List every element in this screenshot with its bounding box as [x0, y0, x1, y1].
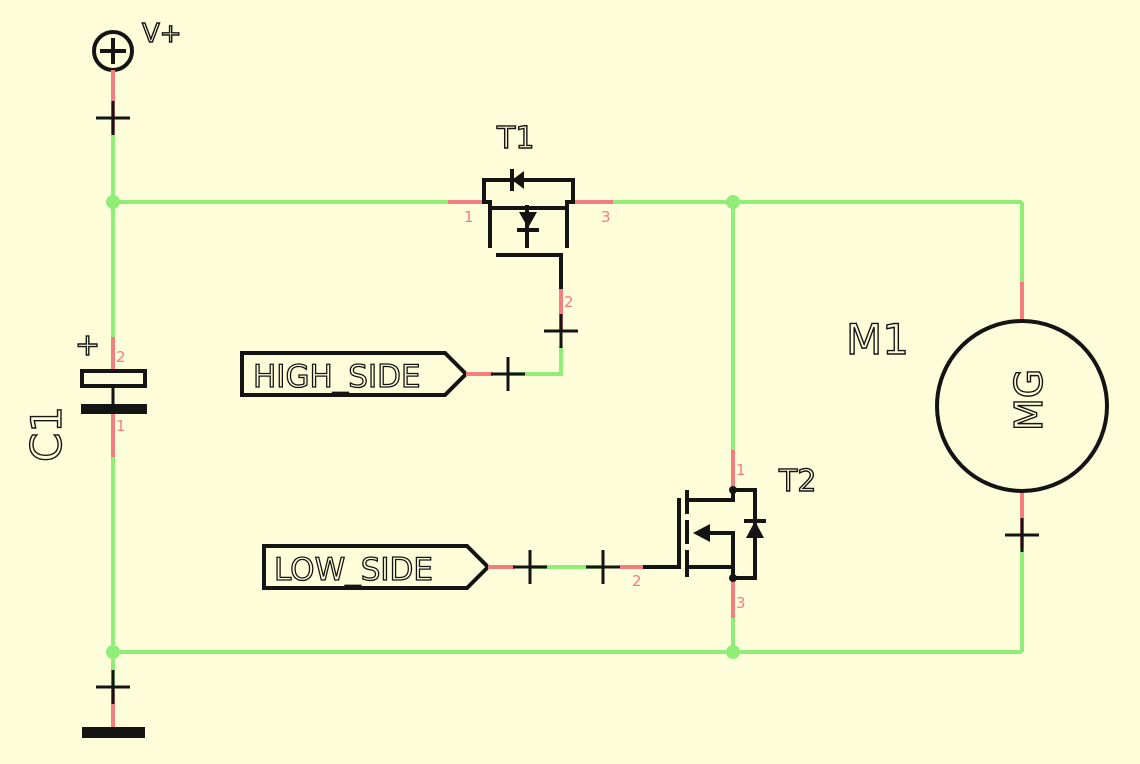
- junction-top-left[interactable]: [106, 195, 120, 209]
- capacitor-plate-top: [80, 369, 147, 388]
- high-side-label-box: [240, 351, 469, 397]
- cross-motor-icon: [1005, 518, 1039, 552]
- high-side-label-text: HIGH_SIDE: [253, 359, 421, 395]
- low-side-label-text: LOW_SIDE: [274, 552, 433, 588]
- t1-channel-arrow-icon: [519, 212, 537, 228]
- c1-pin-plus-number: 2: [116, 348, 126, 366]
- cross-ground-icon: [96, 670, 130, 704]
- t2-pin2-number: 2: [632, 572, 642, 590]
- cross-high-side-icon: [491, 357, 525, 391]
- t2-pin1-number: 1: [736, 461, 746, 479]
- t1-pin3-number: 3: [601, 208, 611, 226]
- net-label-high-side[interactable]: HIGH_SIDE: [240, 351, 493, 397]
- m1-reference: M1: [846, 315, 909, 364]
- motor-circle-icon: [935, 319, 1109, 493]
- t1-pin2-number: 2: [564, 293, 574, 311]
- cross-vplus-icon: [96, 101, 130, 135]
- t2-pin3-number: 3: [736, 594, 746, 612]
- capacitor-c1[interactable]: + 2 1 C1: [21, 327, 147, 463]
- cross-t1-gate-icon: [544, 314, 578, 348]
- junction-top-mid[interactable]: [726, 195, 740, 209]
- motor-m1[interactable]: M1 MG: [845, 282, 1109, 548]
- capacitor-plate-bottom: [81, 404, 147, 414]
- junctions: [106, 195, 740, 659]
- t2-channel-arrow-icon: [693, 524, 710, 542]
- c1-reference: C1: [22, 406, 71, 462]
- t2-diode-arrow-icon: [746, 521, 764, 538]
- t1-diode-arrow-icon: [512, 171, 524, 189]
- junction-bottom-left[interactable]: [106, 645, 120, 659]
- t2-reference: T2: [778, 464, 816, 499]
- low-side-label-box: [262, 544, 491, 590]
- ground-bar-icon: [82, 727, 145, 738]
- cross-t2-gate-icon: [586, 550, 620, 584]
- m1-value: MG: [1007, 369, 1051, 431]
- net-label-low-side[interactable]: LOW_SIDE: [262, 544, 515, 590]
- transistor-t1[interactable]: T1 1 3 2: [448, 120, 613, 330]
- power-name: V+: [142, 19, 182, 49]
- c1-pin-minus-number: 1: [116, 417, 126, 435]
- t1-pin1-number: 1: [464, 208, 474, 226]
- junction-bottom-mid[interactable]: [726, 645, 740, 659]
- connection-crosses: [96, 101, 1039, 704]
- power-vplus[interactable]: V+: [92, 18, 182, 133]
- t1-reference: T1: [496, 121, 534, 156]
- c1-polarity: +: [75, 328, 100, 363]
- wire-high-side[interactable]: [507, 346, 563, 376]
- cross-low-side-icon: [513, 550, 547, 584]
- transistor-t2[interactable]: T2 1 3 2: [620, 450, 817, 618]
